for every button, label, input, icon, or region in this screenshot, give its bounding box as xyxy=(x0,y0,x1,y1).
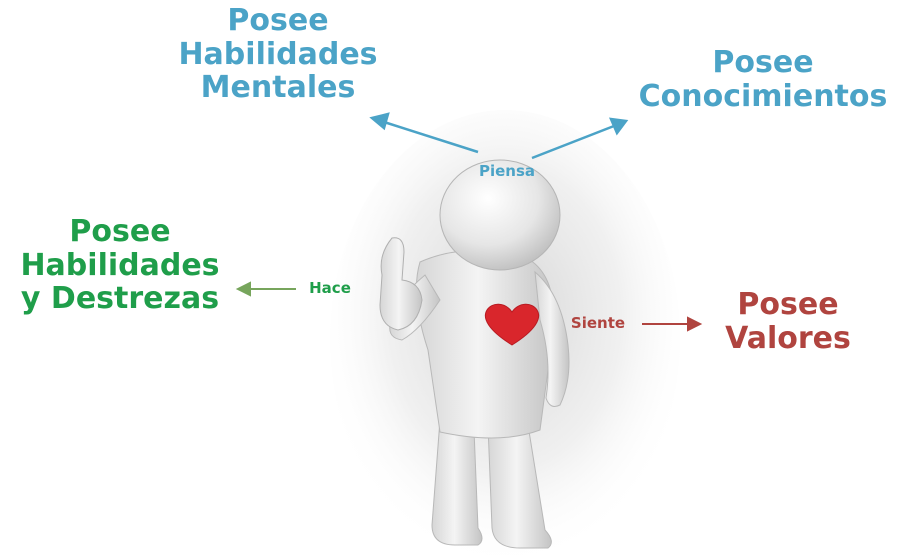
label-line: Posee xyxy=(712,45,814,80)
label-line: Conocimientos xyxy=(638,78,888,114)
label-line: Posee xyxy=(69,214,171,249)
label-line: Posee xyxy=(737,287,839,322)
label-habilidades-destrezas: Posee Habilidades y Destrezas xyxy=(14,215,226,316)
verb-siente: Siente xyxy=(570,314,626,332)
label-line: Habilidades xyxy=(178,36,378,72)
arrow-think-right xyxy=(531,117,629,160)
label-line: Valores xyxy=(725,320,851,356)
label-line: Habilidades xyxy=(20,247,220,283)
label-habilidades-mentales: Posee Habilidades Mentales xyxy=(168,4,388,105)
arrow-feel xyxy=(642,316,703,332)
label-conocimientos: Posee Conocimientos xyxy=(632,46,894,113)
label-valores: Posee Valores xyxy=(708,288,868,355)
verb-hace: Hace xyxy=(309,279,351,297)
person-figure xyxy=(379,159,570,549)
verb-piensa: Piensa xyxy=(478,162,536,180)
label-line: Mentales xyxy=(200,70,356,106)
label-line: y Destrezas xyxy=(20,281,220,317)
label-line: Posee xyxy=(227,3,329,38)
heart-icon xyxy=(484,303,540,346)
arrow-do xyxy=(235,281,296,297)
arrow-think-left xyxy=(369,112,479,154)
